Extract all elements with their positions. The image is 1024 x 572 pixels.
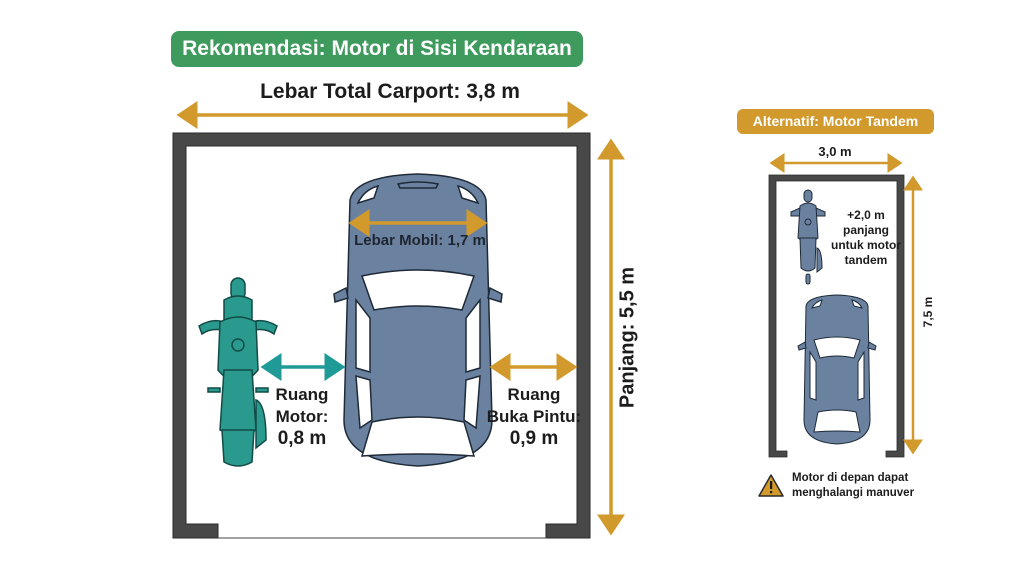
warning-text: Motor di depan dapat menghalangi manuver: [792, 471, 914, 501]
warning-triangle-icon: [758, 474, 784, 497]
motor-space-line2: Motor:: [275, 407, 329, 426]
warning-note: Motor di depan dapat menghalangi manuver: [760, 471, 940, 505]
alt-motorcycle-icon: [790, 189, 826, 285]
total-width-label: Lebar Total Carport: 3,8 m: [260, 80, 520, 103]
door-space-label: Ruang Buka Pintu: 0,9 m: [486, 384, 582, 450]
door-space-value: 0,9 m: [509, 428, 559, 449]
motor-space-value: 0,8 m: [277, 428, 327, 449]
car-width-label: Lebar Mobil: 1,7 m: [354, 232, 486, 249]
recommendation-badge: Rekomendasi: Motor di Sisi Kendaraan: [171, 31, 583, 67]
motor-space-line1: Ruang: [275, 385, 329, 404]
alt-car-icon: [797, 294, 877, 445]
alt-width-label: 3,0 m: [818, 144, 852, 159]
warning-line1: Motor di depan dapat: [792, 472, 909, 484]
carport-walls: [172, 132, 591, 539]
tandem-note-line2: panjang: [842, 223, 889, 237]
car-icon: [333, 173, 503, 467]
length-label: Panjang: 5,5 m: [616, 266, 639, 409]
alternative-badge: Alternatif: Motor Tandem: [737, 109, 934, 134]
tandem-note-line3: untuk motor: [831, 238, 901, 252]
motor-space-label: Ruang Motor: 0,8 m: [262, 384, 342, 450]
motorcycle-icon: [198, 277, 278, 467]
tandem-note-line1: +2,0 m: [847, 208, 885, 222]
warning-line2: menghalangi manuver: [792, 487, 915, 499]
tandem-note: +2,0 m panjang untuk motor tandem: [826, 208, 906, 268]
door-space-line2: Buka Pintu:: [486, 407, 582, 426]
alt-carport-walls: [768, 174, 905, 458]
door-space-line1: Ruang: [507, 385, 561, 404]
alt-length-label: 7,5 m: [921, 296, 935, 328]
tandem-note-line4: tandem: [844, 253, 888, 267]
